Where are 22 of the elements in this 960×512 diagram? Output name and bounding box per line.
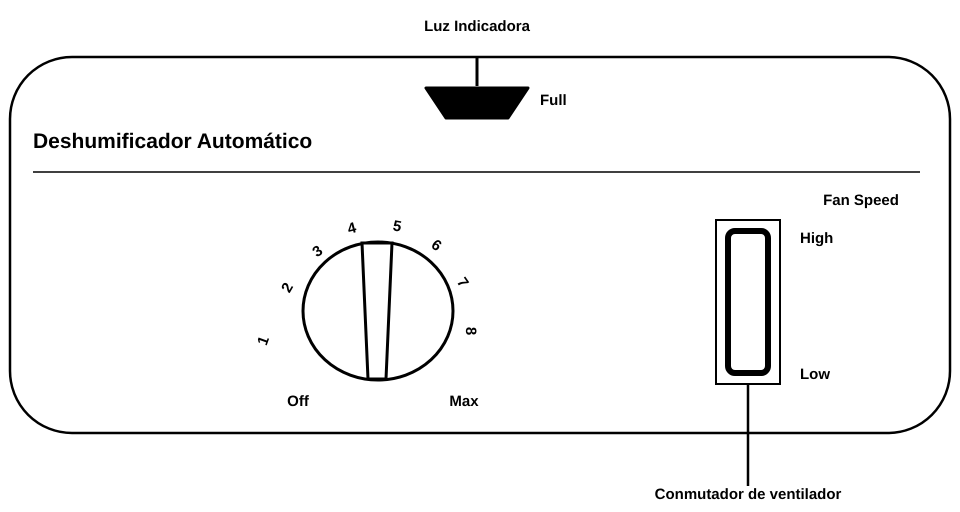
- dial-number: 4: [346, 219, 358, 239]
- dial-number: 2: [278, 280, 298, 296]
- panel-title: Deshumificador Automático: [33, 133, 312, 151]
- dial-number: 3: [309, 242, 327, 262]
- caption-text: High: [800, 230, 834, 248]
- indicator-light-icon: [424, 86, 530, 119]
- rocker-switch: [715, 219, 781, 385]
- dial-number: 1: [254, 334, 274, 348]
- dial-number: 6: [427, 236, 445, 256]
- dial-number: 7: [452, 274, 472, 292]
- control-panel: [10, 57, 950, 433]
- dial-number: 8: [461, 326, 479, 336]
- callout-text: Conmutador de ventilador: [654, 486, 842, 504]
- caption-text: Luz Indicadora: [424, 18, 530, 36]
- dial-knob: [301, 240, 455, 382]
- caption-text: Fan Speed: [823, 192, 899, 210]
- dial-label: Off: [287, 393, 309, 411]
- leader-line: [746, 385, 750, 486]
- caption-text: Full: [540, 92, 567, 110]
- dial-label: Max: [449, 393, 479, 411]
- dial-number: 5: [391, 217, 403, 237]
- caption-text: Low: [800, 366, 830, 384]
